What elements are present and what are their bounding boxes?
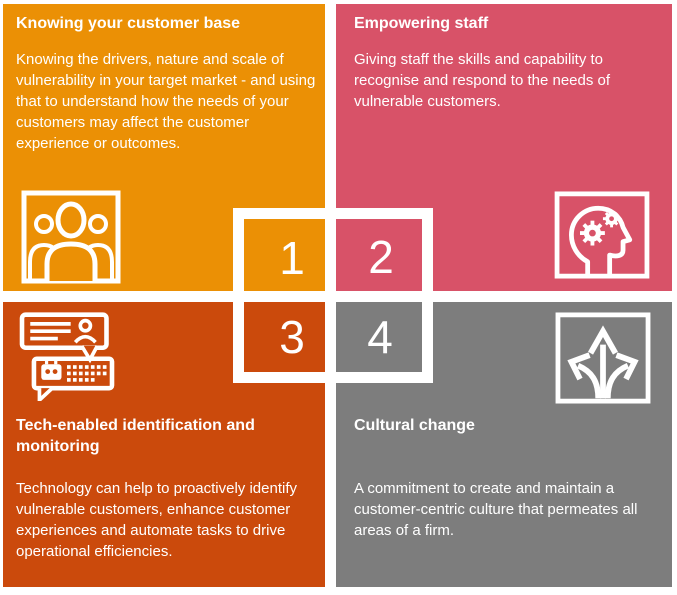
quadrant-empowering-staff: Empowering staff Giving staff the skills…	[336, 4, 672, 291]
quadrant-description: Knowing the drivers, nature and scale of…	[16, 51, 316, 152]
quadrant-cultural-change: Cultural change A commitment to create a…	[336, 302, 672, 587]
quadrant-number-3: 3	[279, 311, 305, 363]
chatbot-conversation-icon	[19, 312, 115, 401]
quadrant-title: Cultural change	[354, 417, 475, 434]
quadrant-description: A commitment to create and maintain a cu…	[354, 480, 638, 539]
quadrant-knowing-customer-base: Knowing your customer base Knowing the d…	[3, 4, 325, 291]
quadrant-number-2: 2	[368, 231, 394, 283]
quadrant-tech-enabled-monitoring: Tech-enabled identification and monitori…	[3, 302, 325, 587]
quadrant-number-1: 1	[279, 232, 305, 284]
head-gears-icon	[554, 191, 650, 279]
quadrant-title: Tech-enabled identification and monitori…	[16, 417, 255, 455]
quadrant-description: Giving staff the skills and capability t…	[354, 51, 611, 110]
quadrant-title: Empowering staff	[354, 15, 489, 32]
quadrant-description: Technology can help to proactively ident…	[16, 480, 298, 560]
people-group-icon	[21, 190, 121, 284]
quadrant-title: Knowing your customer base	[16, 15, 241, 32]
quadrant-number-4: 4	[367, 311, 393, 363]
branching-arrows-icon	[555, 312, 651, 404]
